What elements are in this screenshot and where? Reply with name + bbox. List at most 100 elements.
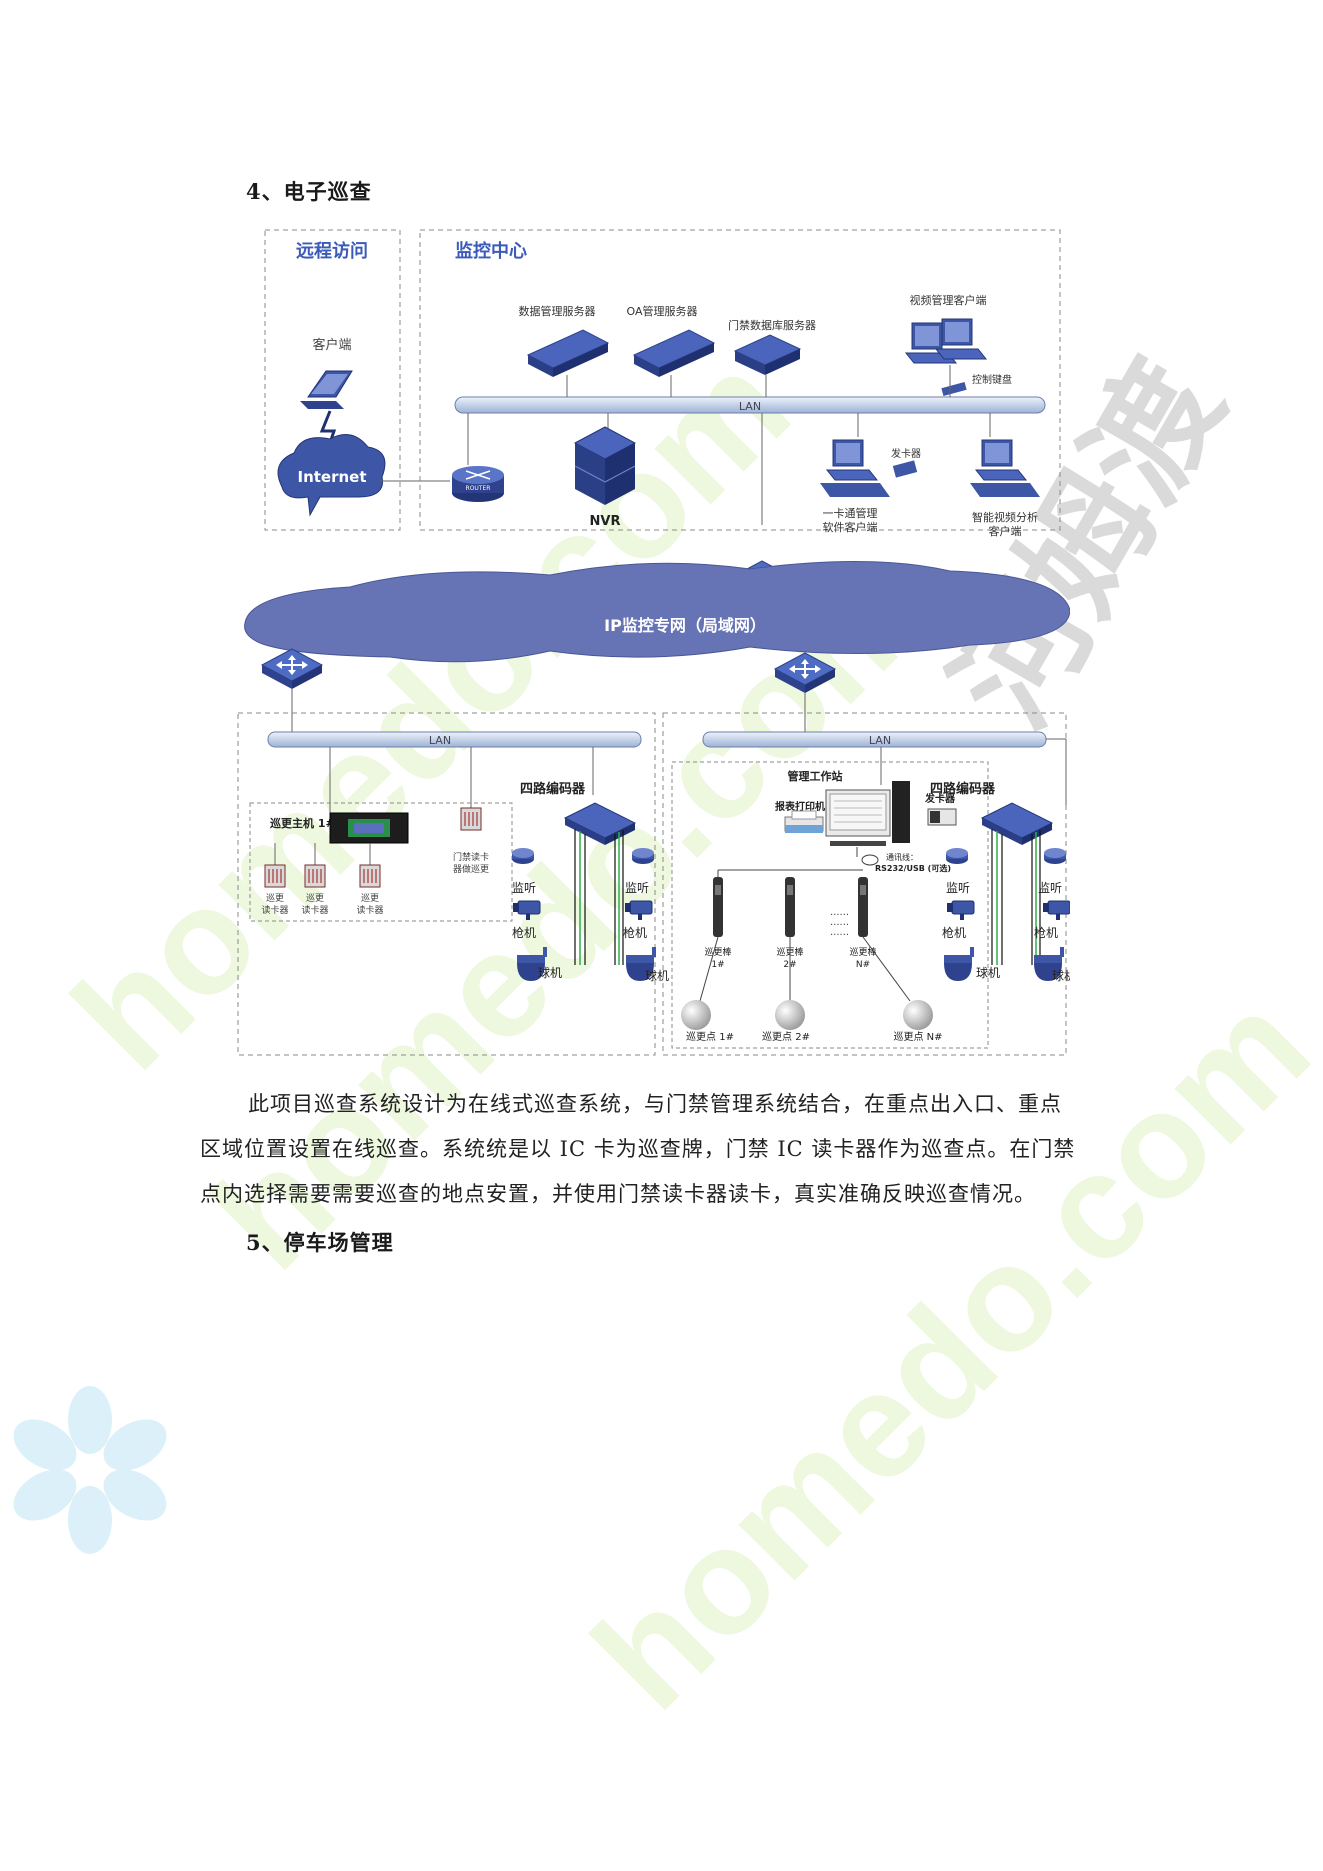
gun-camera-icon [624, 900, 653, 921]
stick-ellipsis: ...... [830, 927, 849, 938]
internet-cloud: Internet [277, 434, 386, 517]
right-switch-icon [774, 652, 836, 694]
monitor-speaker-icon [946, 848, 968, 864]
paragraph-line: 区域位置设置在线巡查。系统统是以 IC 卡为巡查牌，门禁 IC 读卡器作为巡查点… [200, 1137, 1076, 1161]
printer-icon [784, 810, 824, 833]
patrol-reader-label: 巡更 [361, 893, 379, 904]
network-diagram: 远程访问 客户端 Internet 监控中心 数据管理服务器 OA管理服务器 门… [237, 229, 1070, 1056]
patrol-reader-label: 巡更 [306, 893, 324, 904]
analysis-client-workstation-icon [970, 439, 1040, 497]
patrol-stick-number: 1# [711, 960, 724, 970]
card-issuer-icon [892, 460, 918, 478]
patrol-reader-label: 巡更 [266, 893, 284, 904]
paragraph-line: 点内选择需要需要巡查的地点安置，并使用门禁读卡器读卡，真实准确反映巡查情况。 [200, 1182, 1036, 1206]
encoder-label: 四路编码器 [520, 781, 586, 797]
encoder-icon [980, 802, 1054, 845]
workstation-label: 管理工作站 [788, 769, 843, 783]
gun-camera-label: 枪机 [512, 925, 536, 940]
card-issuer-label: 发卡器 [891, 447, 921, 460]
remote-access-region [264, 229, 401, 531]
encoder-label: 四路编码器 [930, 781, 996, 797]
patrol-stick-icon [713, 877, 723, 937]
control-keyboard-label: 控制键盘 [972, 373, 1012, 386]
patrol-point-icon [775, 1000, 805, 1030]
data-server-icon [527, 329, 609, 378]
card-issuer-icon [927, 808, 957, 826]
monitor-label: 监听 [625, 881, 649, 895]
watermark-text: homedo.com [561, 961, 1323, 1741]
monitor-speaker-icon [632, 848, 654, 864]
ip-network-cloud: IP监控专网（局域网） [244, 560, 1070, 663]
monitor-label: 监听 [946, 881, 970, 895]
nvr-label: NVR [590, 514, 621, 529]
door-db-server-icon [733, 334, 802, 375]
card-issuer-label: 发卡器 [924, 792, 956, 805]
svg-text:Internet: Internet [297, 468, 366, 486]
client-label: 客户端 [312, 337, 351, 353]
lan-bar-left [267, 731, 642, 748]
analysis-client-label: 智能视频分析 [972, 510, 1038, 524]
laptop-icon [300, 370, 353, 409]
patrol-host-label: 巡更主机 1# [270, 816, 335, 830]
monitoring-center-region [419, 229, 1061, 531]
patrol-point-label: 巡更点 1# [686, 1031, 734, 1043]
monitoring-center-title: 监控中心 [455, 240, 527, 262]
point-links [699, 936, 911, 1002]
encoder-green-links [996, 831, 1037, 965]
monitor-speaker-icon [512, 848, 534, 864]
paragraph-line: 此项目巡查系统设计为在线式巡查系统，与门禁管理系统结合，在重点出入口、重点 [248, 1092, 1062, 1116]
svg-text:IP监控专网（局域网）: IP监控专网（局域网） [604, 616, 766, 635]
encoder-links [574, 829, 624, 965]
left-site-region [237, 712, 656, 1056]
cable-icon [861, 854, 879, 866]
body-paragraph: 此项目巡查系统设计为在线式巡查系统，与门禁管理系统结合，在重点出入口、重点 区域… [200, 1082, 1120, 1217]
patrol-stick-label: 巡更棒 [849, 946, 876, 958]
router-icon: ROUTER [452, 466, 504, 502]
stick-ellipsis: ...... [830, 917, 849, 928]
patrol-point-label: 巡更点 2# [762, 1031, 810, 1043]
watermark-flower-logo [13, 1386, 167, 1554]
workstation-computer-icon [825, 781, 910, 846]
patrol-stick-label: 巡更棒 [704, 946, 731, 958]
dome-camera-label: 球机 [1052, 969, 1070, 983]
lan-label: LAN [429, 734, 451, 747]
patrol-reader-icon [264, 864, 286, 888]
dome-camera-icon [944, 947, 974, 981]
lan-drop-lines [467, 365, 991, 525]
control-keyboard-icon [941, 382, 967, 396]
nvr-icon [573, 426, 637, 505]
dome-camera-label: 球机 [645, 969, 669, 983]
dome-camera-label: 球机 [538, 966, 562, 980]
card-client-label: 一卡通管理 [823, 506, 878, 520]
lan-bar-center [454, 396, 1046, 414]
workstation-region [671, 761, 989, 1049]
printer-label: 报表打印机 [775, 800, 825, 813]
stick-ellipsis: ...... [830, 907, 849, 918]
gun-camera-icon [512, 900, 541, 921]
lan-label: LAN [869, 734, 891, 747]
door-reader-label: 门禁读卡 [453, 851, 489, 863]
left-switch-icon [261, 648, 323, 690]
svg-text:ROUTER: ROUTER [466, 485, 491, 492]
dome-camera-label: 球机 [976, 966, 1000, 980]
oa-server-icon [633, 329, 715, 378]
remote-access-title: 远程访问 [296, 240, 368, 262]
monitor-label: 监听 [1038, 881, 1062, 895]
lan-label: LAN [739, 400, 761, 413]
gun-camera-label: 枪机 [1034, 925, 1058, 940]
encoder-green-links [579, 831, 620, 965]
data-server-label: 数据管理服务器 [519, 304, 596, 318]
right-site-region [662, 712, 1067, 1056]
section-4-heading: 4、电子巡查 [246, 179, 372, 204]
patrol-stick-number: N# [856, 960, 870, 970]
patrol-subsystem-region [249, 802, 513, 922]
patrol-reader-label: 读卡器 [261, 904, 288, 916]
monitor-label: 监听 [512, 881, 536, 895]
section-5-heading: 5、停车场管理 [246, 1230, 394, 1255]
monitor-speaker-icon [1044, 848, 1066, 864]
gun-camera-icon [946, 900, 975, 921]
patrol-reader-icon [359, 864, 381, 888]
patrol-point-icon [681, 1000, 711, 1030]
card-client-label: 软件客户端 [823, 520, 878, 534]
patrol-reader-label: 读卡器 [301, 904, 328, 916]
